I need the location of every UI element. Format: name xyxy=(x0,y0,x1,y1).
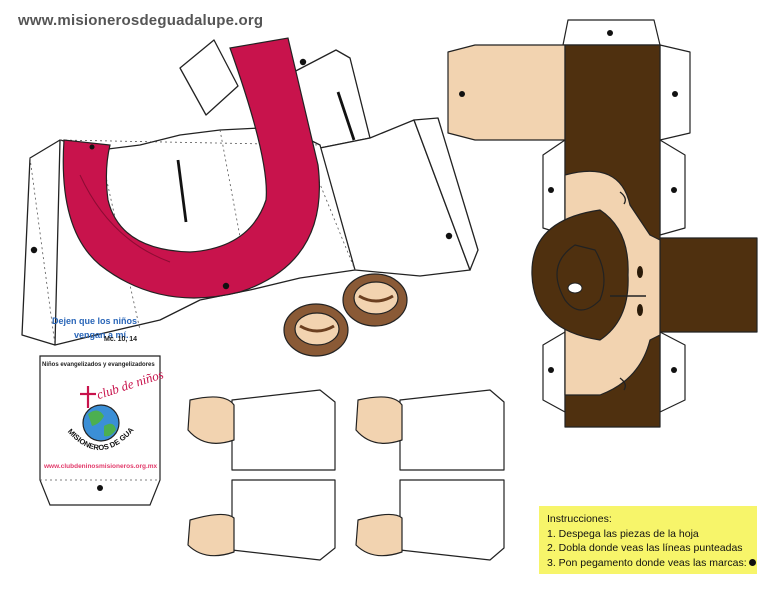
facial-features xyxy=(567,191,646,391)
verse-reference: Mc. 10, 14 xyxy=(104,336,138,343)
right-foot xyxy=(353,281,399,315)
head-piece xyxy=(447,19,758,428)
red-sash xyxy=(62,37,320,299)
instructions-title: Instrucciones: xyxy=(547,513,612,525)
arms-pieces xyxy=(187,389,505,561)
robe-glue-dots xyxy=(30,58,453,290)
beard xyxy=(556,244,605,311)
left-foot xyxy=(294,312,340,346)
instruction-step-1: 1. Despega las piezas de la hoja xyxy=(547,527,699,540)
head-left-tab-low xyxy=(542,331,566,413)
mouth xyxy=(567,282,583,294)
sash-fold-shadow xyxy=(79,174,171,263)
arm-piece-4 xyxy=(355,479,505,561)
cross-icon xyxy=(80,386,96,408)
club-url: www.clubdeninosmisioneros.org.mx xyxy=(44,463,158,470)
head-left-tab-mid xyxy=(542,139,566,236)
verse-line-1: Dejen que los niños xyxy=(52,316,138,326)
robe-body-piece xyxy=(21,39,479,346)
site-url: www.misionerosdeguadalupe.org xyxy=(18,12,264,29)
left-eye xyxy=(637,266,643,278)
club-tagline: Niños evangelizados y evangelizadores xyxy=(42,362,155,368)
robe-far-right-panel xyxy=(413,117,479,271)
instructions-note: Instrucciones: 1. Despega las piezas de … xyxy=(539,506,757,574)
hair-right-extension xyxy=(659,237,758,333)
arm-piece-3 xyxy=(187,479,336,561)
robe-slits xyxy=(176,91,356,223)
head-back-skin-panel xyxy=(447,44,566,141)
arm-piece-1 xyxy=(187,389,336,471)
instruction-step-2: 2. Dobla donde veas las líneas punteadas xyxy=(547,542,743,554)
arm-piece-2 xyxy=(355,389,505,471)
sandals-piece xyxy=(283,273,408,357)
right-eye xyxy=(637,304,643,316)
verse-line-2: vengan a mí. xyxy=(74,330,129,340)
head-glue-dots xyxy=(459,30,678,373)
glue-dot-icon xyxy=(748,559,756,567)
globe-icon xyxy=(82,404,120,442)
robe-top-tab xyxy=(179,39,239,116)
instruction-step-3: 3. Pon pegamento donde veas las marcas: xyxy=(547,556,756,571)
